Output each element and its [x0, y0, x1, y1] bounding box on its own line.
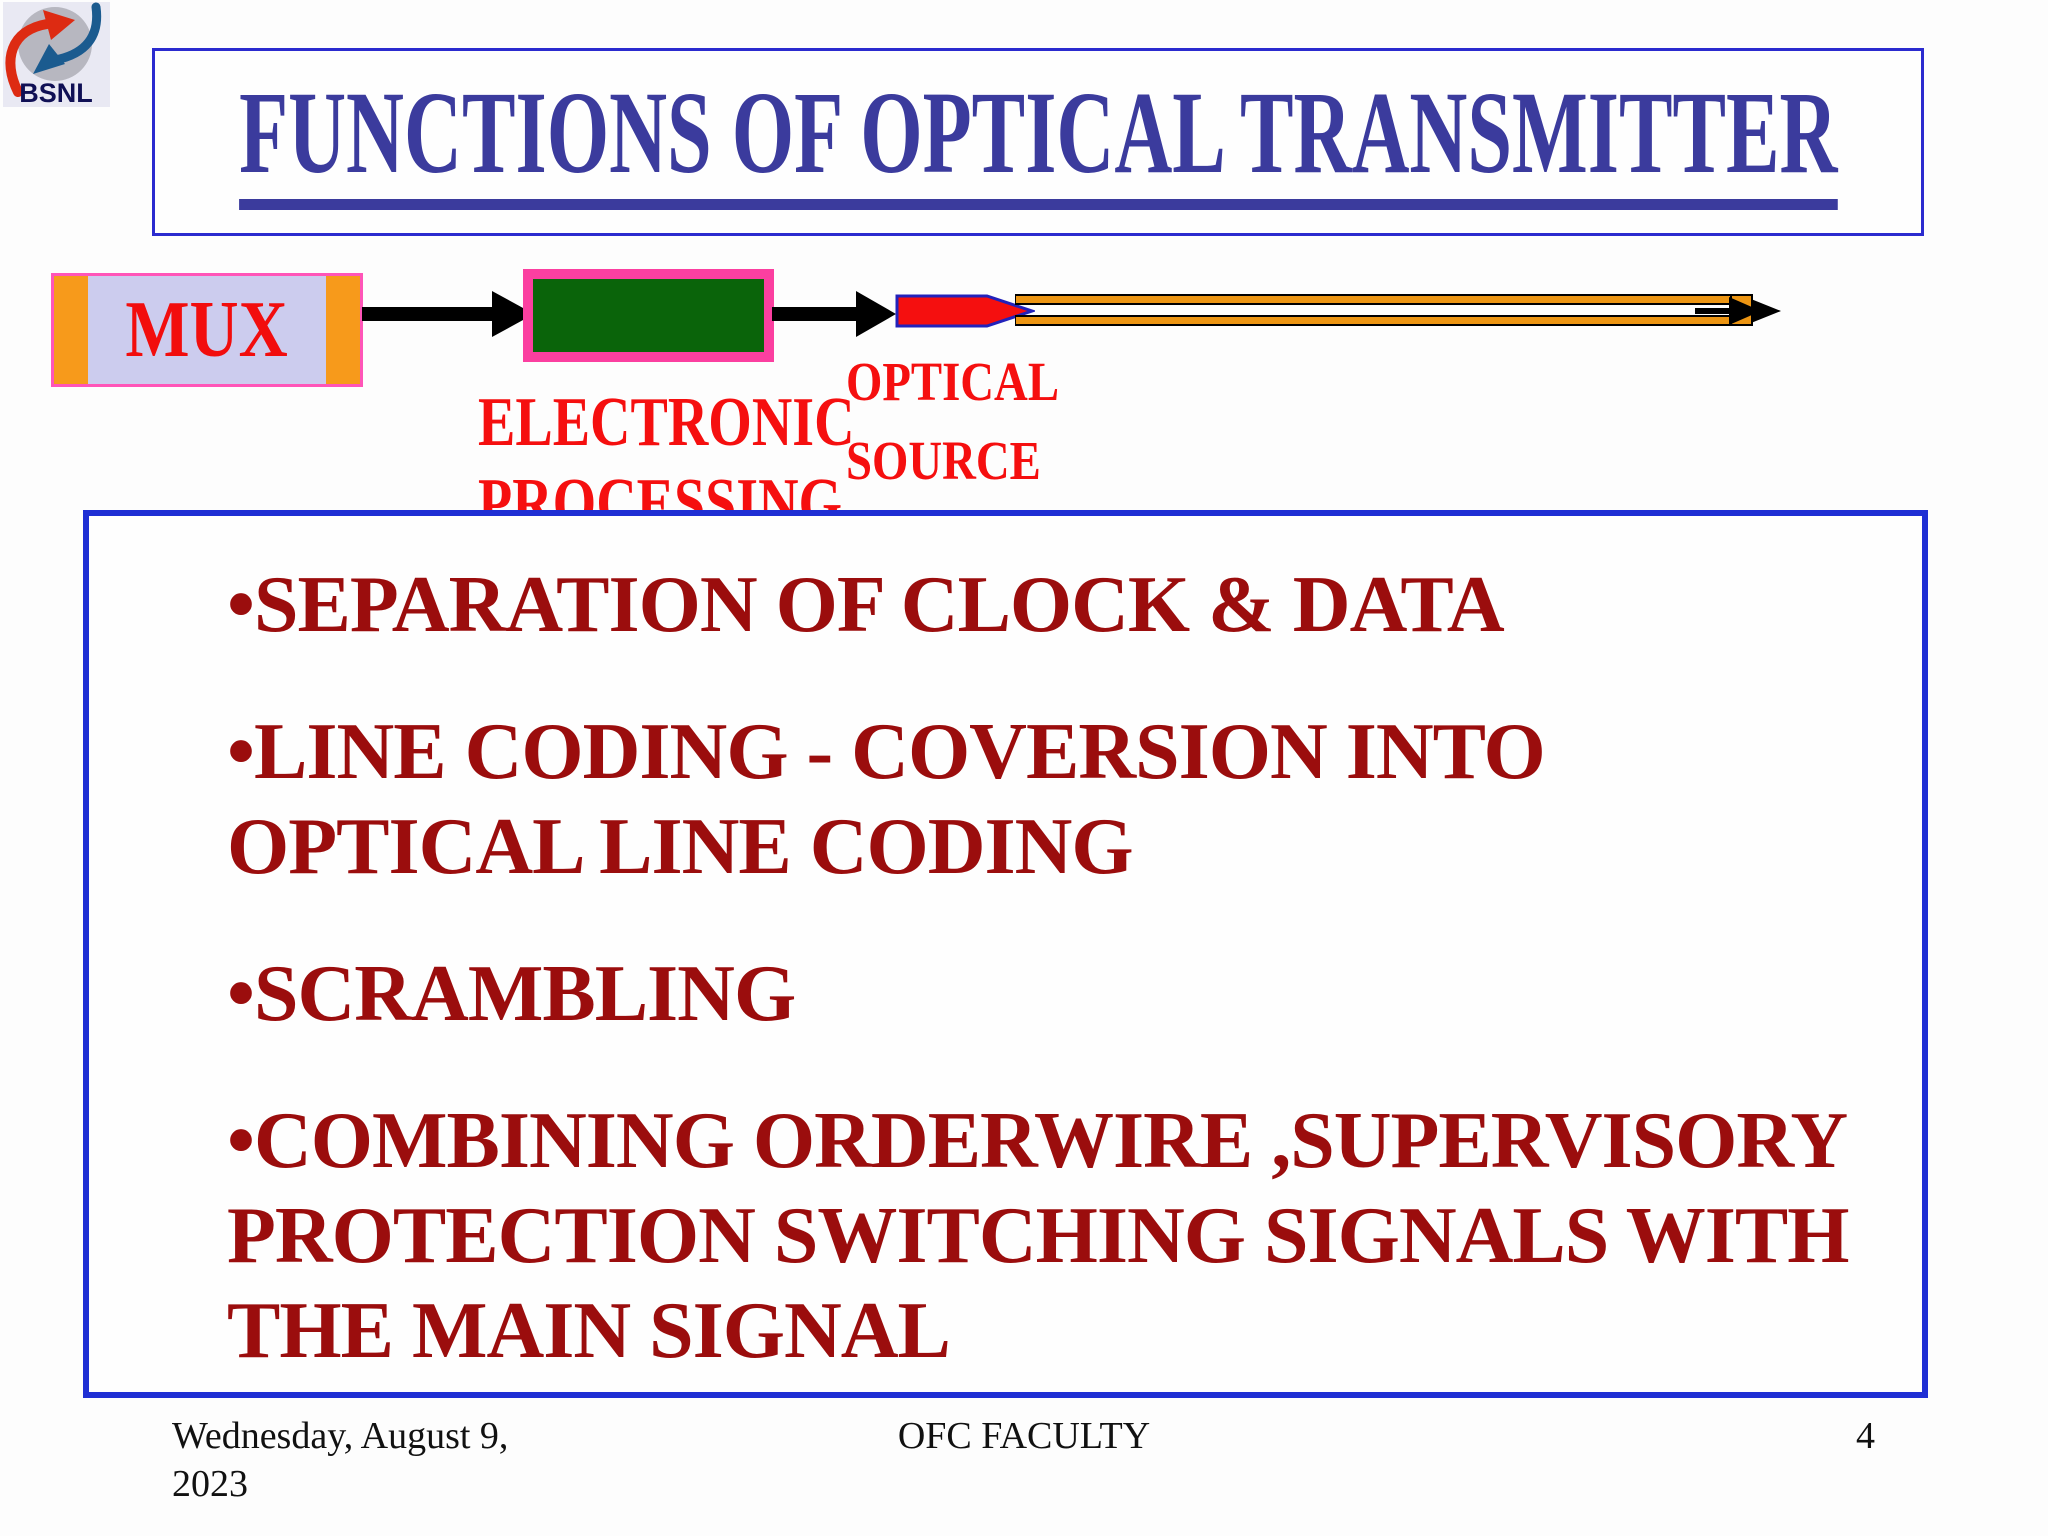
bsnl-logo: BSNL: [3, 2, 110, 108]
bullet-item: •LINE CODING - COVERSION INTO OPTICAL LI…: [227, 705, 1912, 895]
optical-source-label: OPTICAL SOURCE: [846, 342, 1059, 500]
mux-right-bar: [326, 276, 360, 384]
content-box: •SEPARATION OF CLOCK & DATA •LINE CODING…: [83, 510, 1928, 1398]
footer-date-line1: Wednesday, August 9,: [172, 1415, 509, 1457]
page-title: FUNCTIONS OF OPTICAL TRANSMITTER: [238, 74, 1838, 210]
bullet-item: •COMBINING ORDERWIRE ,SUPERVISORY PROTEC…: [227, 1094, 1912, 1379]
mux-label: MUX: [125, 286, 289, 374]
title-box: FUNCTIONS OF OPTICAL TRANSMITTER: [152, 48, 1924, 236]
electronic-processing-label-line1: ELECTRONIC: [478, 384, 855, 461]
bullet-line: PROTECTION SWITCHING SIGNALS WITH: [227, 1192, 1850, 1280]
optical-source-label-line2: SOURCE: [846, 430, 1041, 491]
mux-left-bar: [54, 276, 88, 384]
bullet-line: •SEPARATION OF CLOCK & DATA: [227, 561, 1505, 649]
footer-center-text: OFC FACULTY: [897, 1415, 1151, 1457]
footer-date: Wednesday, August 9, 2023: [172, 1412, 508, 1508]
optical-source-label-line1: OPTICAL: [846, 351, 1060, 412]
footer-date-line2: 2023: [172, 1463, 248, 1505]
mux-box: MUX: [51, 273, 363, 387]
bullet-line: OPTICAL LINE CODING: [227, 803, 1134, 891]
optical-source-shape: [895, 294, 1035, 328]
bsnl-logo-icon: BSNL: [3, 2, 110, 108]
bullet-line: THE MAIN SIGNAL: [227, 1287, 951, 1375]
bullet-item: •SCRAMBLING: [227, 947, 1912, 1042]
electronic-processing-box: [523, 269, 774, 362]
page-number: 4: [1856, 1415, 1875, 1457]
fiber-cable-graphic: [1015, 294, 1781, 326]
flow-arrow-icon: [362, 291, 534, 337]
bullet-line: •COMBINING ORDERWIRE ,SUPERVISORY: [227, 1097, 1848, 1185]
bsnl-logo-text: BSNL: [19, 78, 93, 107]
flow-arrow-icon: [772, 291, 896, 337]
bullet-item: •SEPARATION OF CLOCK & DATA: [227, 558, 1912, 653]
bullet-line: •LINE CODING - COVERSION INTO: [227, 708, 1546, 796]
bullet-line: •SCRAMBLING: [227, 950, 796, 1038]
